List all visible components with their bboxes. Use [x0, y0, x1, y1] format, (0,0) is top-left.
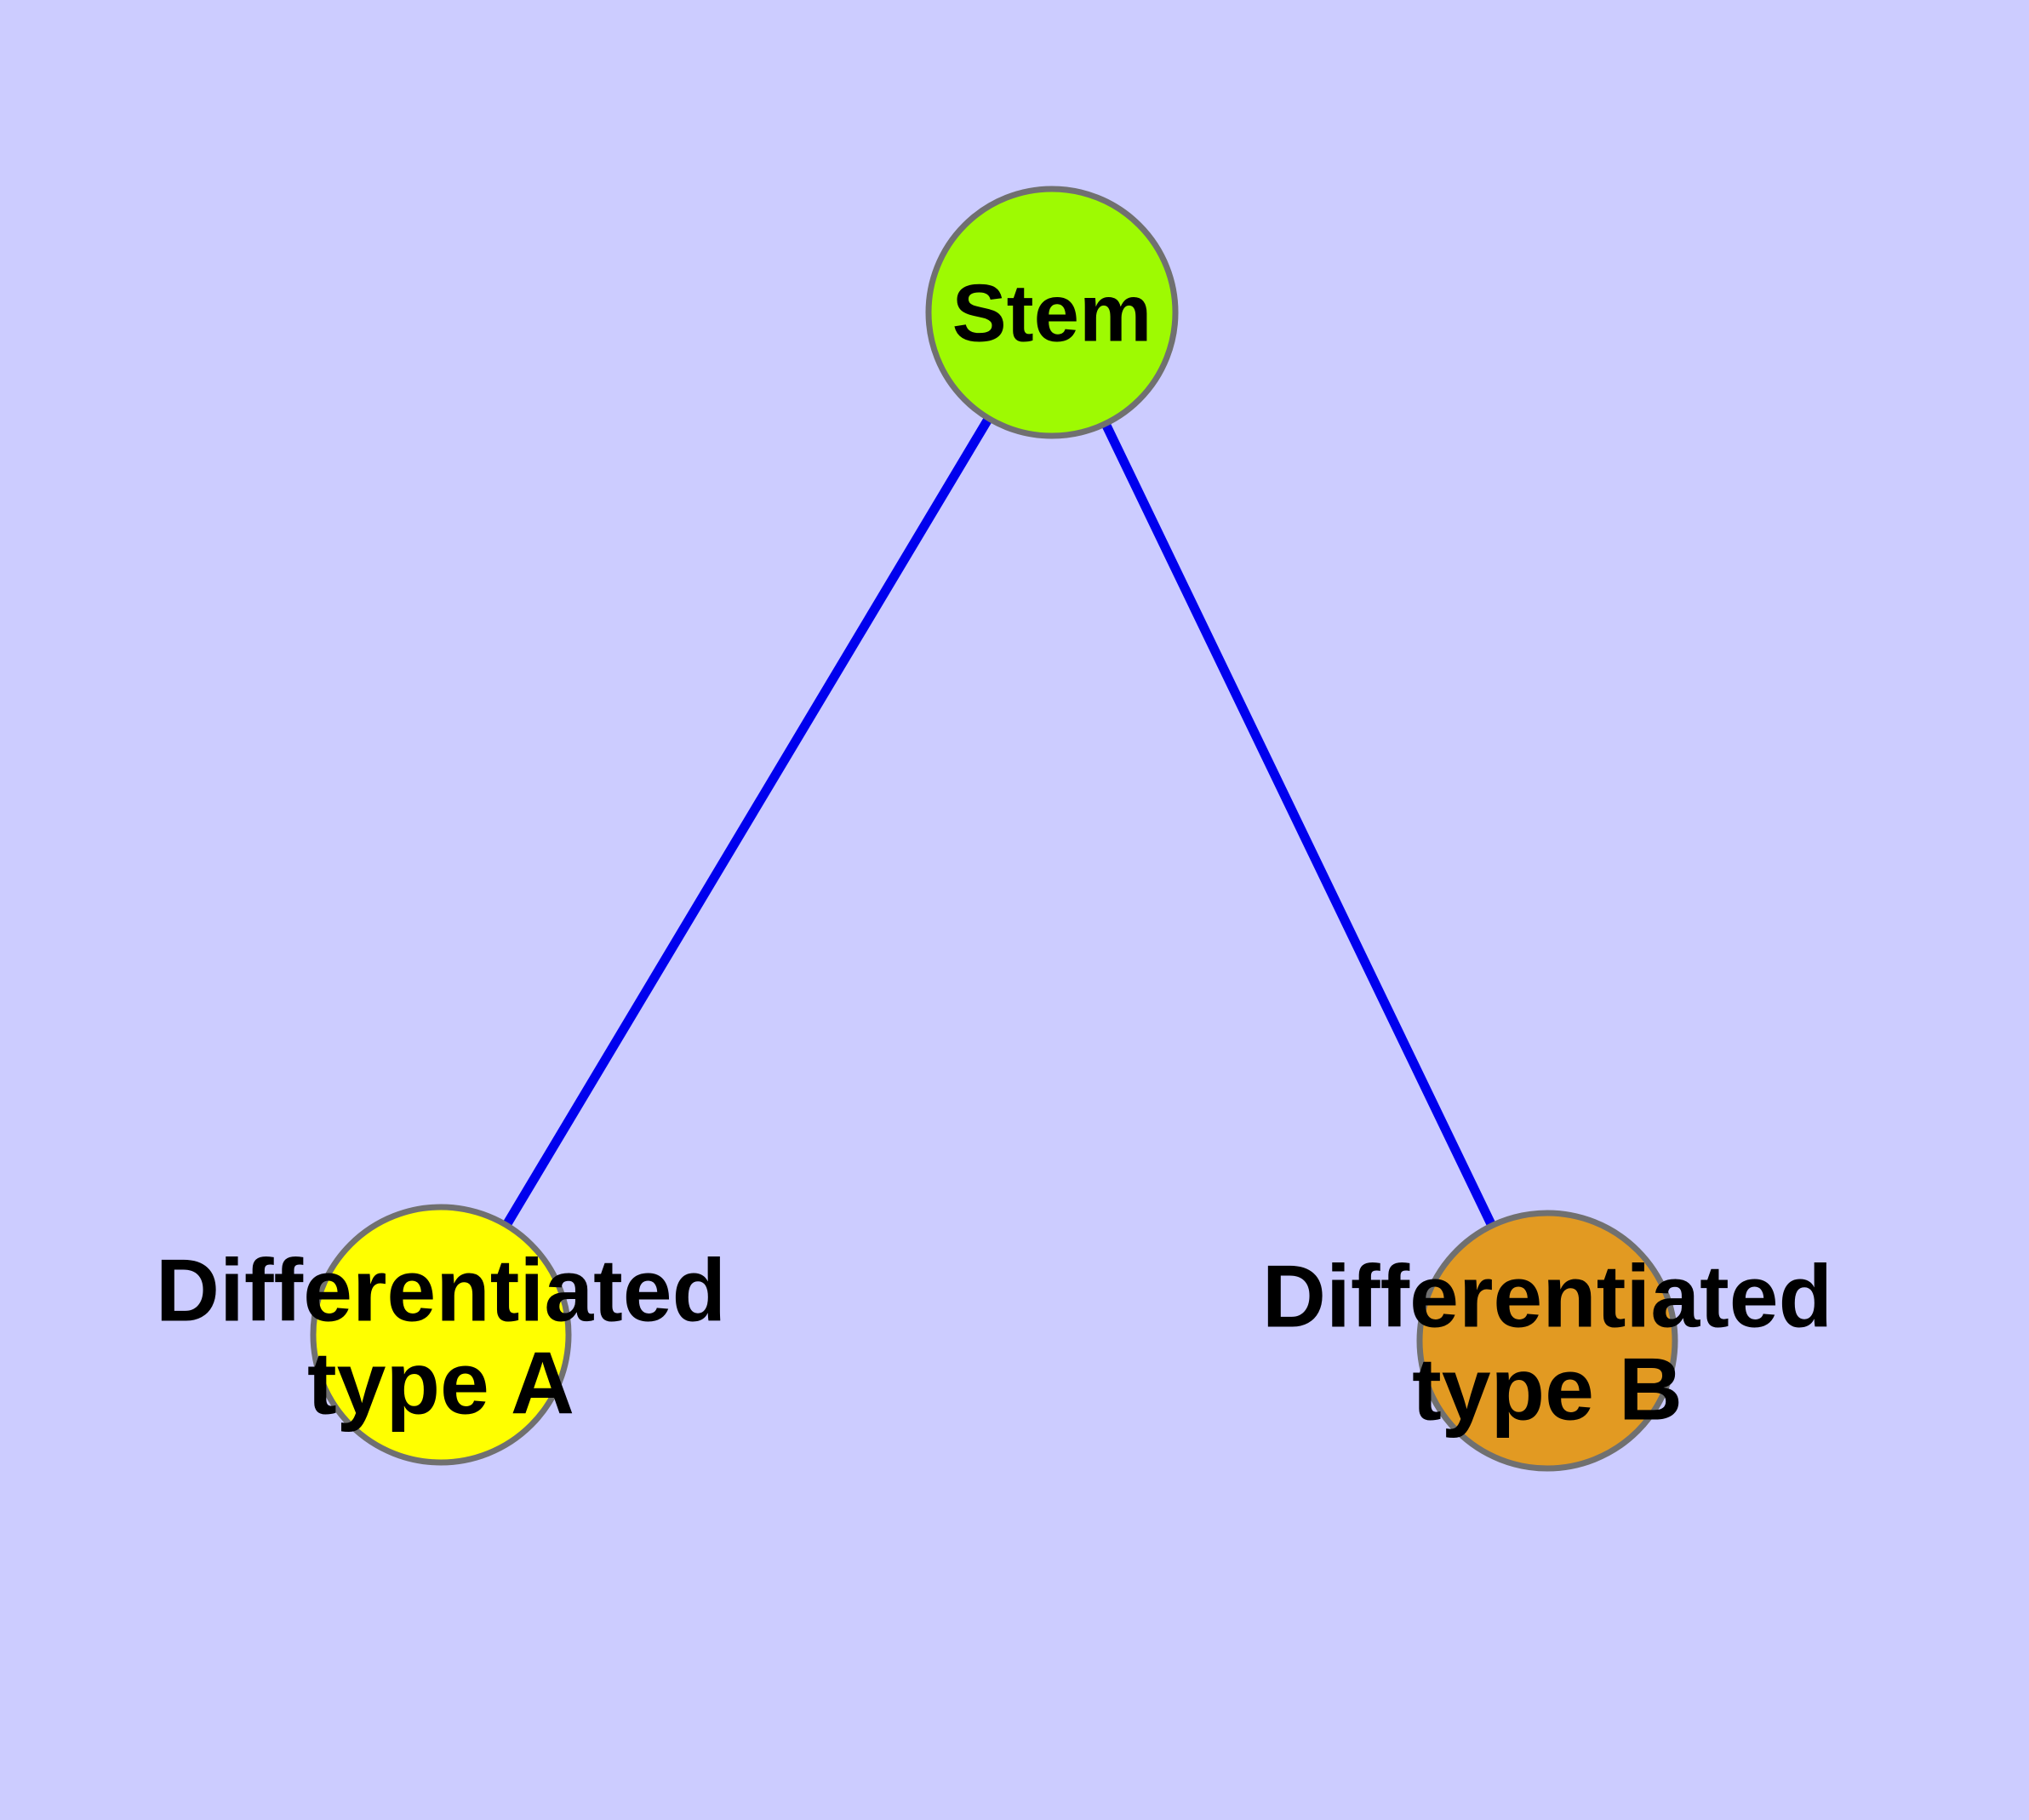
node-diff-a-label-line2: type A: [307, 1334, 574, 1433]
node-diff-b[interactable]: Differentiated type B: [1262, 1210, 1832, 1472]
node-stem-label: Stem: [952, 267, 1152, 358]
node-layer: Stem Differentiated type A Differentiate…: [156, 186, 1832, 1472]
node-stem-circle[interactable]: [925, 186, 1179, 439]
node-diff-b-label-line2: type B: [1412, 1340, 1683, 1439]
node-diff-a-circle[interactable]: [310, 1204, 572, 1466]
edge-stem-to-diff-a[interactable]: [437, 310, 1056, 1337]
edge-stem-to-diff-b[interactable]: [1048, 310, 1552, 1343]
node-diff-a[interactable]: Differentiated type A: [156, 1204, 726, 1466]
node-diff-b-circle[interactable]: [1416, 1210, 1678, 1472]
edge-layer: [437, 310, 1552, 1343]
node-diff-a-label-line1: Differentiated: [156, 1241, 726, 1340]
node-diff-b-label-line1: Differentiated: [1262, 1247, 1832, 1346]
node-stem[interactable]: Stem: [925, 186, 1179, 439]
